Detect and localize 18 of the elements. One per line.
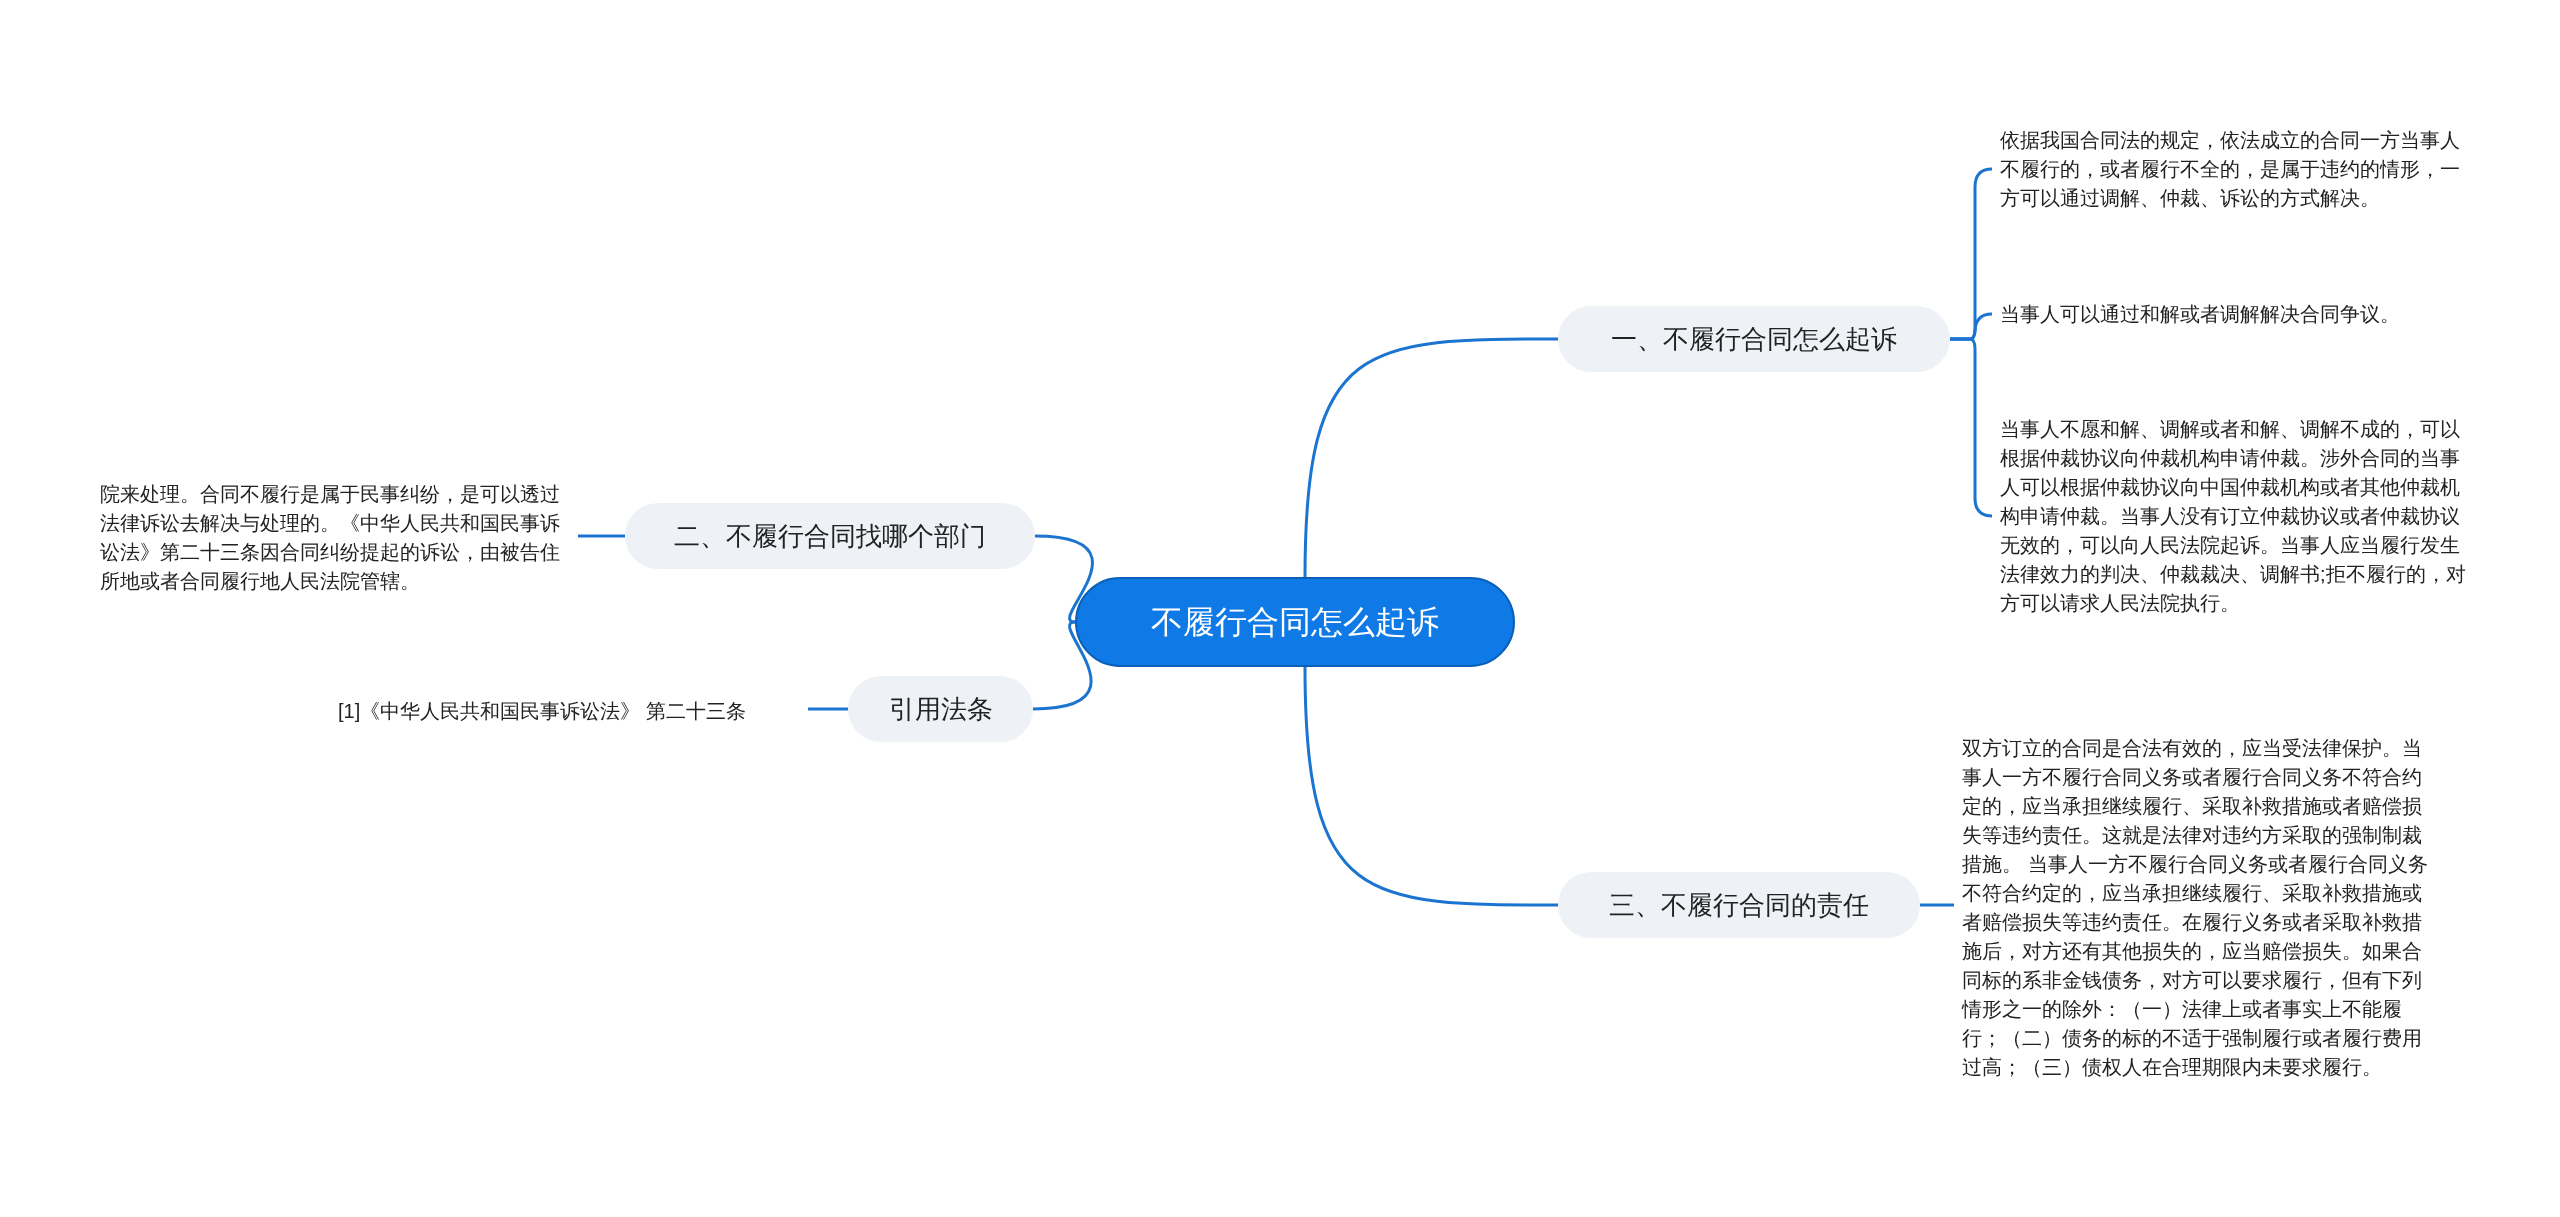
note-text: 双方订立的合同是合法有效的，应当受法律保护。当事人一方不履行合同义务或者履行合同义务不符合约定的，应当承担继续履行、采取补救措施或者赔偿损失等违约责任。这就是法律对违约方采取的强制制裁措施。 当事人一方不履行合同义务或者履行合同义务不符合约定的，应当承担继续履行、采取补救措施或者赔偿损失等违约责任。在履行义务或者采取补救措施后，对方还有其他损失的，应当赔偿损失。如果合同标的系非金钱债务，对方可以要求履行，但有下列情形之一的除外：（一）法律上或者事实上不能履行；（二）债务的标的不适于强制履行或者履行费用过高；（三）债权人在合理期限内未要求履行。 — [1962, 698, 2440, 1118]
note-text: [1]《中华人民共和国民事诉讼法》 第二十三条 — [338, 678, 800, 744]
connector-line — [1032, 620, 1093, 711]
connector-line — [578, 534, 625, 538]
connector-line — [1303, 666, 1558, 907]
branch-topic: 引用法条 — [848, 676, 1033, 742]
branch-topic: 一、不履行合同怎么起诉 — [1558, 306, 1950, 372]
connector-line — [808, 707, 848, 711]
note-text: 院来处理。合同不履行是属于民事纠纷，是可以透过法律诉讼去解决与处理的。《中华人民共和国民事诉讼法》第二十三条因合同纠纷提起的诉讼，由被告住所地或者合同履行地人民法院管辖。 — [100, 460, 570, 615]
connector-line — [1920, 903, 1954, 907]
branch-topic: 二、不履行合同找哪个部门 — [625, 503, 1035, 569]
note-text: 依据我国合同法的规定，依法成立的合同一方当事人不履行的，或者履行不全的，是属于违约的情形，一方可以通过调解、仲裁、诉讼的方式解决。 — [2000, 104, 2470, 234]
connector-line — [1034, 534, 1094, 624]
central-topic: 不履行合同怎么起诉 — [1075, 577, 1515, 667]
connector-line — [1303, 337, 1558, 578]
note-text: 当事人可以通过和解或者调解解决合同争议。 — [2000, 296, 2470, 332]
branch-topic: 三、不履行合同的责任 — [1558, 872, 1920, 938]
note-text: 当事人不愿和解、调解或者和解、调解不成的，可以根据仲裁协议向仲裁机构申请仲裁。涉外合同的当事人可以根据仲裁协议向中国仲裁机构或者其他仲裁机构申请仲裁。当事人没有订立仲裁协议或者仲裁协议无效的，可以向人民法院起诉。当事人应当履行发生法律效力的判决、仲裁裁决、调解书;拒不履行的，对方可以请求人民法院执行。 — [2000, 396, 2470, 636]
